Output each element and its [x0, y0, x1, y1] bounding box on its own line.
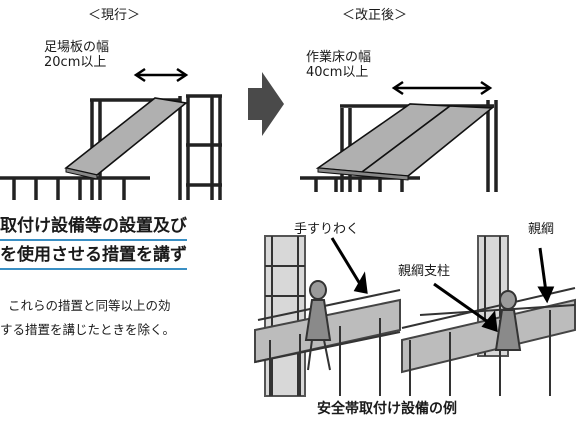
revised-width-arrow	[391, 80, 493, 96]
label-handrail-frame: 手すりわく	[294, 222, 360, 237]
header-revised: ＜改正後＞	[342, 8, 408, 23]
note-line-2: する措置を講じたときを除く。	[0, 322, 176, 337]
heading-line-1: 取付け設備等の設置及び	[0, 214, 187, 241]
label-lifeline-post: 親綱支柱	[398, 264, 451, 279]
label-current-width: 足場板の幅 20cm以上	[44, 40, 110, 70]
illustration-caption: 安全帯取付け設備の例	[317, 401, 457, 417]
note-line-1: これらの措置と同等以上の効	[8, 298, 171, 313]
header-current: ＜現行＞	[88, 8, 141, 23]
label-revised-width: 作業床の幅 40cm以上	[306, 50, 372, 80]
heading-line-2: を使用させる措置を講ず	[0, 243, 187, 270]
example-left	[254, 235, 401, 397]
current-width-arrow	[133, 67, 189, 83]
label-lifeline: 親綱	[528, 222, 555, 237]
example-right	[401, 235, 576, 396]
